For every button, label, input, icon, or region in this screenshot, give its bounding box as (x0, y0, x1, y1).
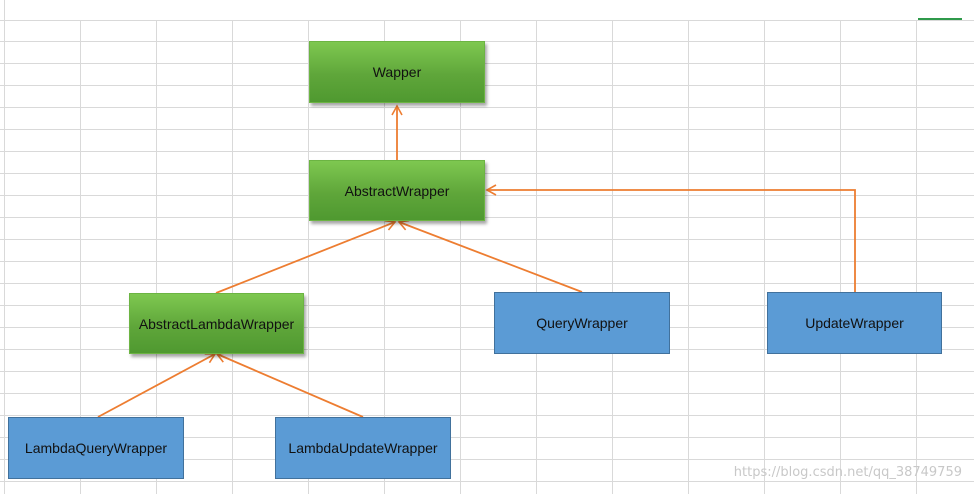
node-lambda-query-wrapper-label: LambdaQueryWrapper (24, 440, 168, 456)
node-query-wrapper[interactable]: QueryWrapper (494, 292, 670, 354)
node-abstract-lambda-wrapper[interactable]: AbstractLambdaWrapper (129, 293, 304, 354)
node-abstract-wrapper-label: AbstractWrapper (344, 182, 450, 199)
node-lambda-update-wrapper-label: LambdaUpdateWrapper (288, 440, 438, 456)
node-lambda-update-wrapper[interactable]: LambdaUpdateWrapper (275, 417, 451, 479)
node-query-wrapper-label: QueryWrapper (536, 315, 628, 331)
arrow-updatewrapper-to-abstractwrapper (485, 184, 856, 292)
arrow-lambdaquerywrapper-to-abstractlambdawrapper (97, 353, 217, 418)
node-wapper-label: Wapper (372, 64, 422, 80)
node-update-wrapper-label: UpdateWrapper (805, 315, 904, 331)
arrow-abstractlambdawrapper-to-abstractwrapper (215, 219, 397, 294)
arrow-querywrapper-to-abstractwrapper (397, 219, 583, 293)
arrow-lambdaupdatewrapper-to-abstractlambdawrapper (215, 352, 364, 418)
node-abstract-wrapper[interactable]: AbstractWrapper (309, 160, 485, 221)
node-lambda-query-wrapper[interactable]: LambdaQueryWrapper (8, 417, 184, 479)
watermark: https://blog.csdn.net/qq_38749759 (733, 465, 962, 480)
node-abstract-lambda-wrapper-label: AbstractLambdaWrapper (138, 315, 295, 332)
cell-selection-marker (918, 18, 962, 20)
node-update-wrapper[interactable]: UpdateWrapper (767, 292, 942, 354)
node-wapper[interactable]: Wapper (309, 41, 485, 103)
